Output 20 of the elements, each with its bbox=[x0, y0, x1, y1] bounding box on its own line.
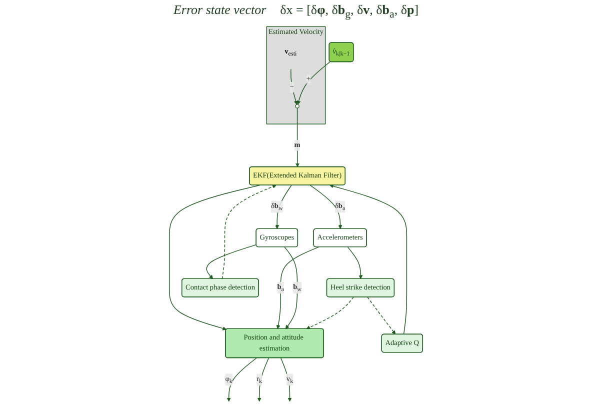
arrow bbox=[276, 246, 320, 329]
arrow bbox=[257, 357, 270, 402]
arrow bbox=[347, 246, 363, 279]
arrow bbox=[222, 184, 276, 279]
arrow bbox=[280, 357, 292, 402]
caption-text: Error state vector bbox=[173, 2, 266, 19]
formula-text: δx = [δφ, δb$_{g}$, δv, δb$_{a}$, δp] bbox=[280, 2, 419, 21]
arrow bbox=[275, 184, 292, 229]
arrow bbox=[367, 296, 396, 334]
arrow bbox=[329, 184, 408, 334]
arrow bbox=[295, 107, 300, 167]
node-circle bbox=[295, 104, 300, 108]
arrow bbox=[168, 184, 260, 330]
arrow bbox=[206, 244, 257, 279]
arrow bbox=[306, 296, 354, 329]
arrow bbox=[296, 60, 331, 104]
arrow bbox=[310, 184, 342, 229]
arrow bbox=[226, 357, 257, 402]
arrow bbox=[284, 246, 298, 329]
arrow bbox=[290, 68, 298, 104]
